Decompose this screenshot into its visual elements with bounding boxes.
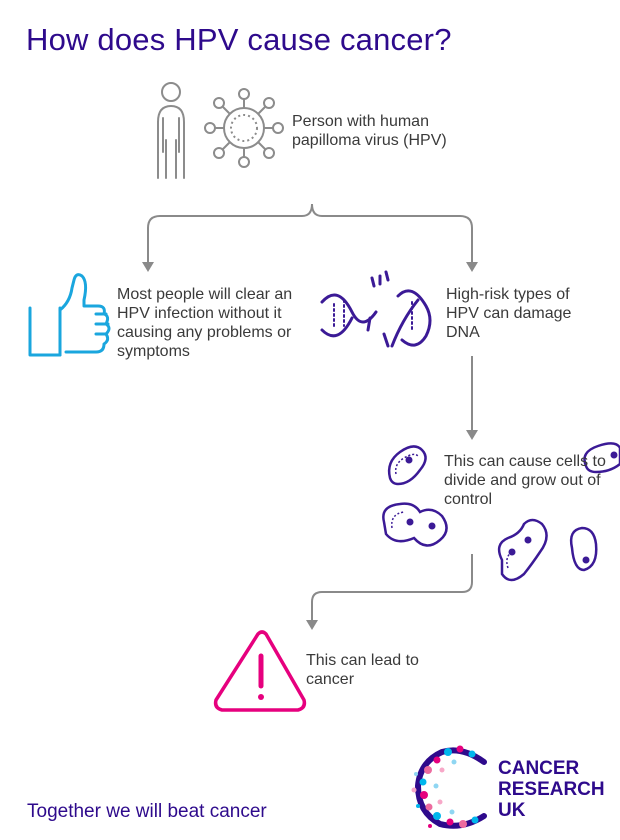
arrow-head-cells <box>466 430 478 440</box>
page-title: How does HPV cause cancer? <box>26 22 452 57</box>
step-cells-text: This can cause cells to divide and grow … <box>444 453 606 508</box>
warning-icon <box>213 630 307 712</box>
cell-icon <box>497 518 548 582</box>
cell-icon <box>382 502 448 547</box>
cell-icon <box>569 526 598 572</box>
virus-icon <box>204 88 284 168</box>
step-dna-text: High-risk types of HPV can damage DNA <box>446 286 572 341</box>
arrow-head-clear <box>142 262 154 272</box>
brand-line: RESEARCH <box>498 779 605 800</box>
tagline: Together we will beat cancer <box>27 801 267 822</box>
person-icon <box>157 82 185 179</box>
step-clear-text: Most people will clear an HPV infection … <box>117 286 293 360</box>
cancer-research-uk-logo <box>411 745 487 829</box>
arrow-head-dna <box>466 262 478 272</box>
cell-icon <box>583 442 620 474</box>
brace-connector <box>147 203 473 262</box>
cells-icon <box>382 442 620 582</box>
brand-line: UK <box>498 800 526 821</box>
brand-line: CANCER <box>498 758 580 779</box>
step-person-text: Person with human papilloma virus (HPV) <box>292 113 447 149</box>
dna-icon <box>320 270 432 348</box>
arrow-head-cancer <box>306 620 318 630</box>
arrow-heads <box>142 262 478 630</box>
step-cancer-text: This can lead to cancer <box>306 652 419 688</box>
cells-to-cancer-connector <box>311 554 473 622</box>
brand-wordmark: CANCER RESEARCH UK <box>498 758 605 821</box>
flow-connectors <box>147 203 473 622</box>
cell-icon <box>387 445 427 486</box>
thumbs-up-icon <box>28 273 111 357</box>
